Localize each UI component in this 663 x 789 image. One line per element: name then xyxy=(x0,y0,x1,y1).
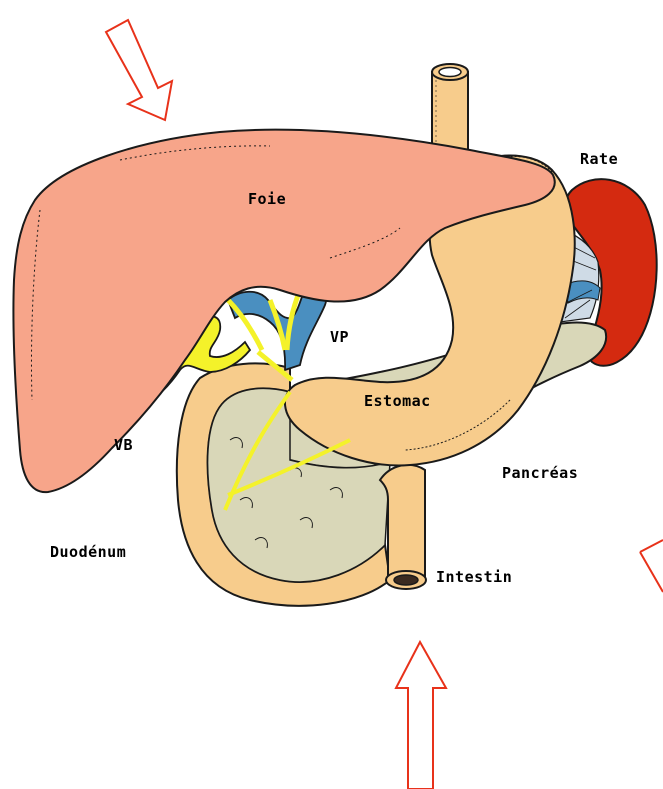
label-duodenum: Duodénum xyxy=(50,543,126,561)
arrow-right-edge xyxy=(640,540,663,592)
arrow-bottom xyxy=(396,642,446,789)
label-foie: Foie xyxy=(248,190,286,208)
label-intestin: Intestin xyxy=(436,568,512,586)
label-estomac: Estomac xyxy=(364,392,431,410)
label-rate: Rate xyxy=(580,150,618,168)
label-vp: VP xyxy=(330,328,349,346)
arrow-top-left xyxy=(106,20,172,120)
label-vb: VB xyxy=(114,436,133,454)
label-pancreas: Pancréas xyxy=(502,464,578,482)
